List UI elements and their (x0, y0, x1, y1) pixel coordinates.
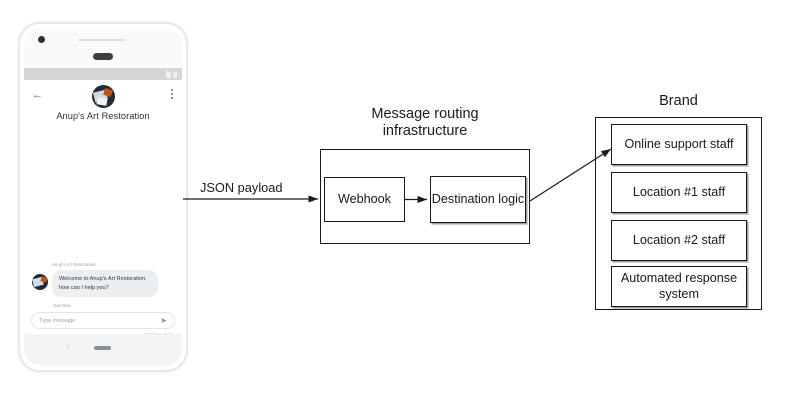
infrastructure-container (320, 149, 530, 244)
phone-mockup: ← Anup's Art Restoration Anup's Art Rest… (18, 22, 188, 372)
earpiece-line (78, 39, 126, 41)
chat-header: ← Anup's Art Restoration (24, 80, 182, 136)
brand-item-location-2-staff[interactable]: Location #2 staff (611, 220, 747, 261)
message-input-placeholder[interactable]: Type message (39, 318, 76, 324)
edge-label-json-payload: JSON payload (200, 180, 283, 195)
incoming-message-timestamp: Just Now (53, 303, 71, 308)
brand-item-location-1-staff[interactable]: Location #1 staff (611, 172, 747, 213)
message-avatar (32, 274, 48, 290)
front-camera-icon (38, 36, 45, 43)
phone-screen-container: ← Anup's Art Restoration Anup's Art Rest… (24, 28, 182, 366)
android-nav-bar: ‹ (24, 334, 182, 366)
brand-caption: Brand (659, 93, 698, 109)
send-icon[interactable]: ➤ (160, 316, 167, 325)
node-webhook[interactable]: Webhook (324, 177, 405, 222)
nav-back-icon[interactable]: ‹ (67, 344, 69, 350)
nav-home-indicator[interactable] (94, 346, 111, 350)
speaker-grill (93, 53, 113, 60)
back-arrow-icon[interactable]: ← (32, 89, 43, 101)
chat-brand-title: Anup's Art Restoration (56, 111, 150, 121)
brand-item-online-support-staff[interactable]: Online support staff (611, 124, 747, 165)
message-sender-label: Anup's Art Restoration (52, 262, 96, 267)
node-destination-logic[interactable]: Destination logic (430, 176, 526, 223)
kebab-menu-icon[interactable] (171, 89, 173, 101)
incoming-message-bubble: Welcome to Anup's Art Restoration, how c… (52, 270, 158, 298)
status-bar (24, 68, 182, 80)
brand-container (595, 117, 762, 310)
chat-app-screen: ← Anup's Art Restoration Anup's Art Rest… (24, 80, 182, 337)
status-bar-icons (166, 70, 177, 78)
brand-item-automated-response-system[interactable]: Automated response system (611, 266, 747, 307)
avatar (92, 85, 115, 108)
signal-icon (166, 70, 171, 78)
battery-icon (173, 72, 177, 78)
message-composer[interactable]: Type message ➤ (31, 312, 175, 329)
infrastructure-caption: Message routing infrastructure (371, 106, 479, 140)
